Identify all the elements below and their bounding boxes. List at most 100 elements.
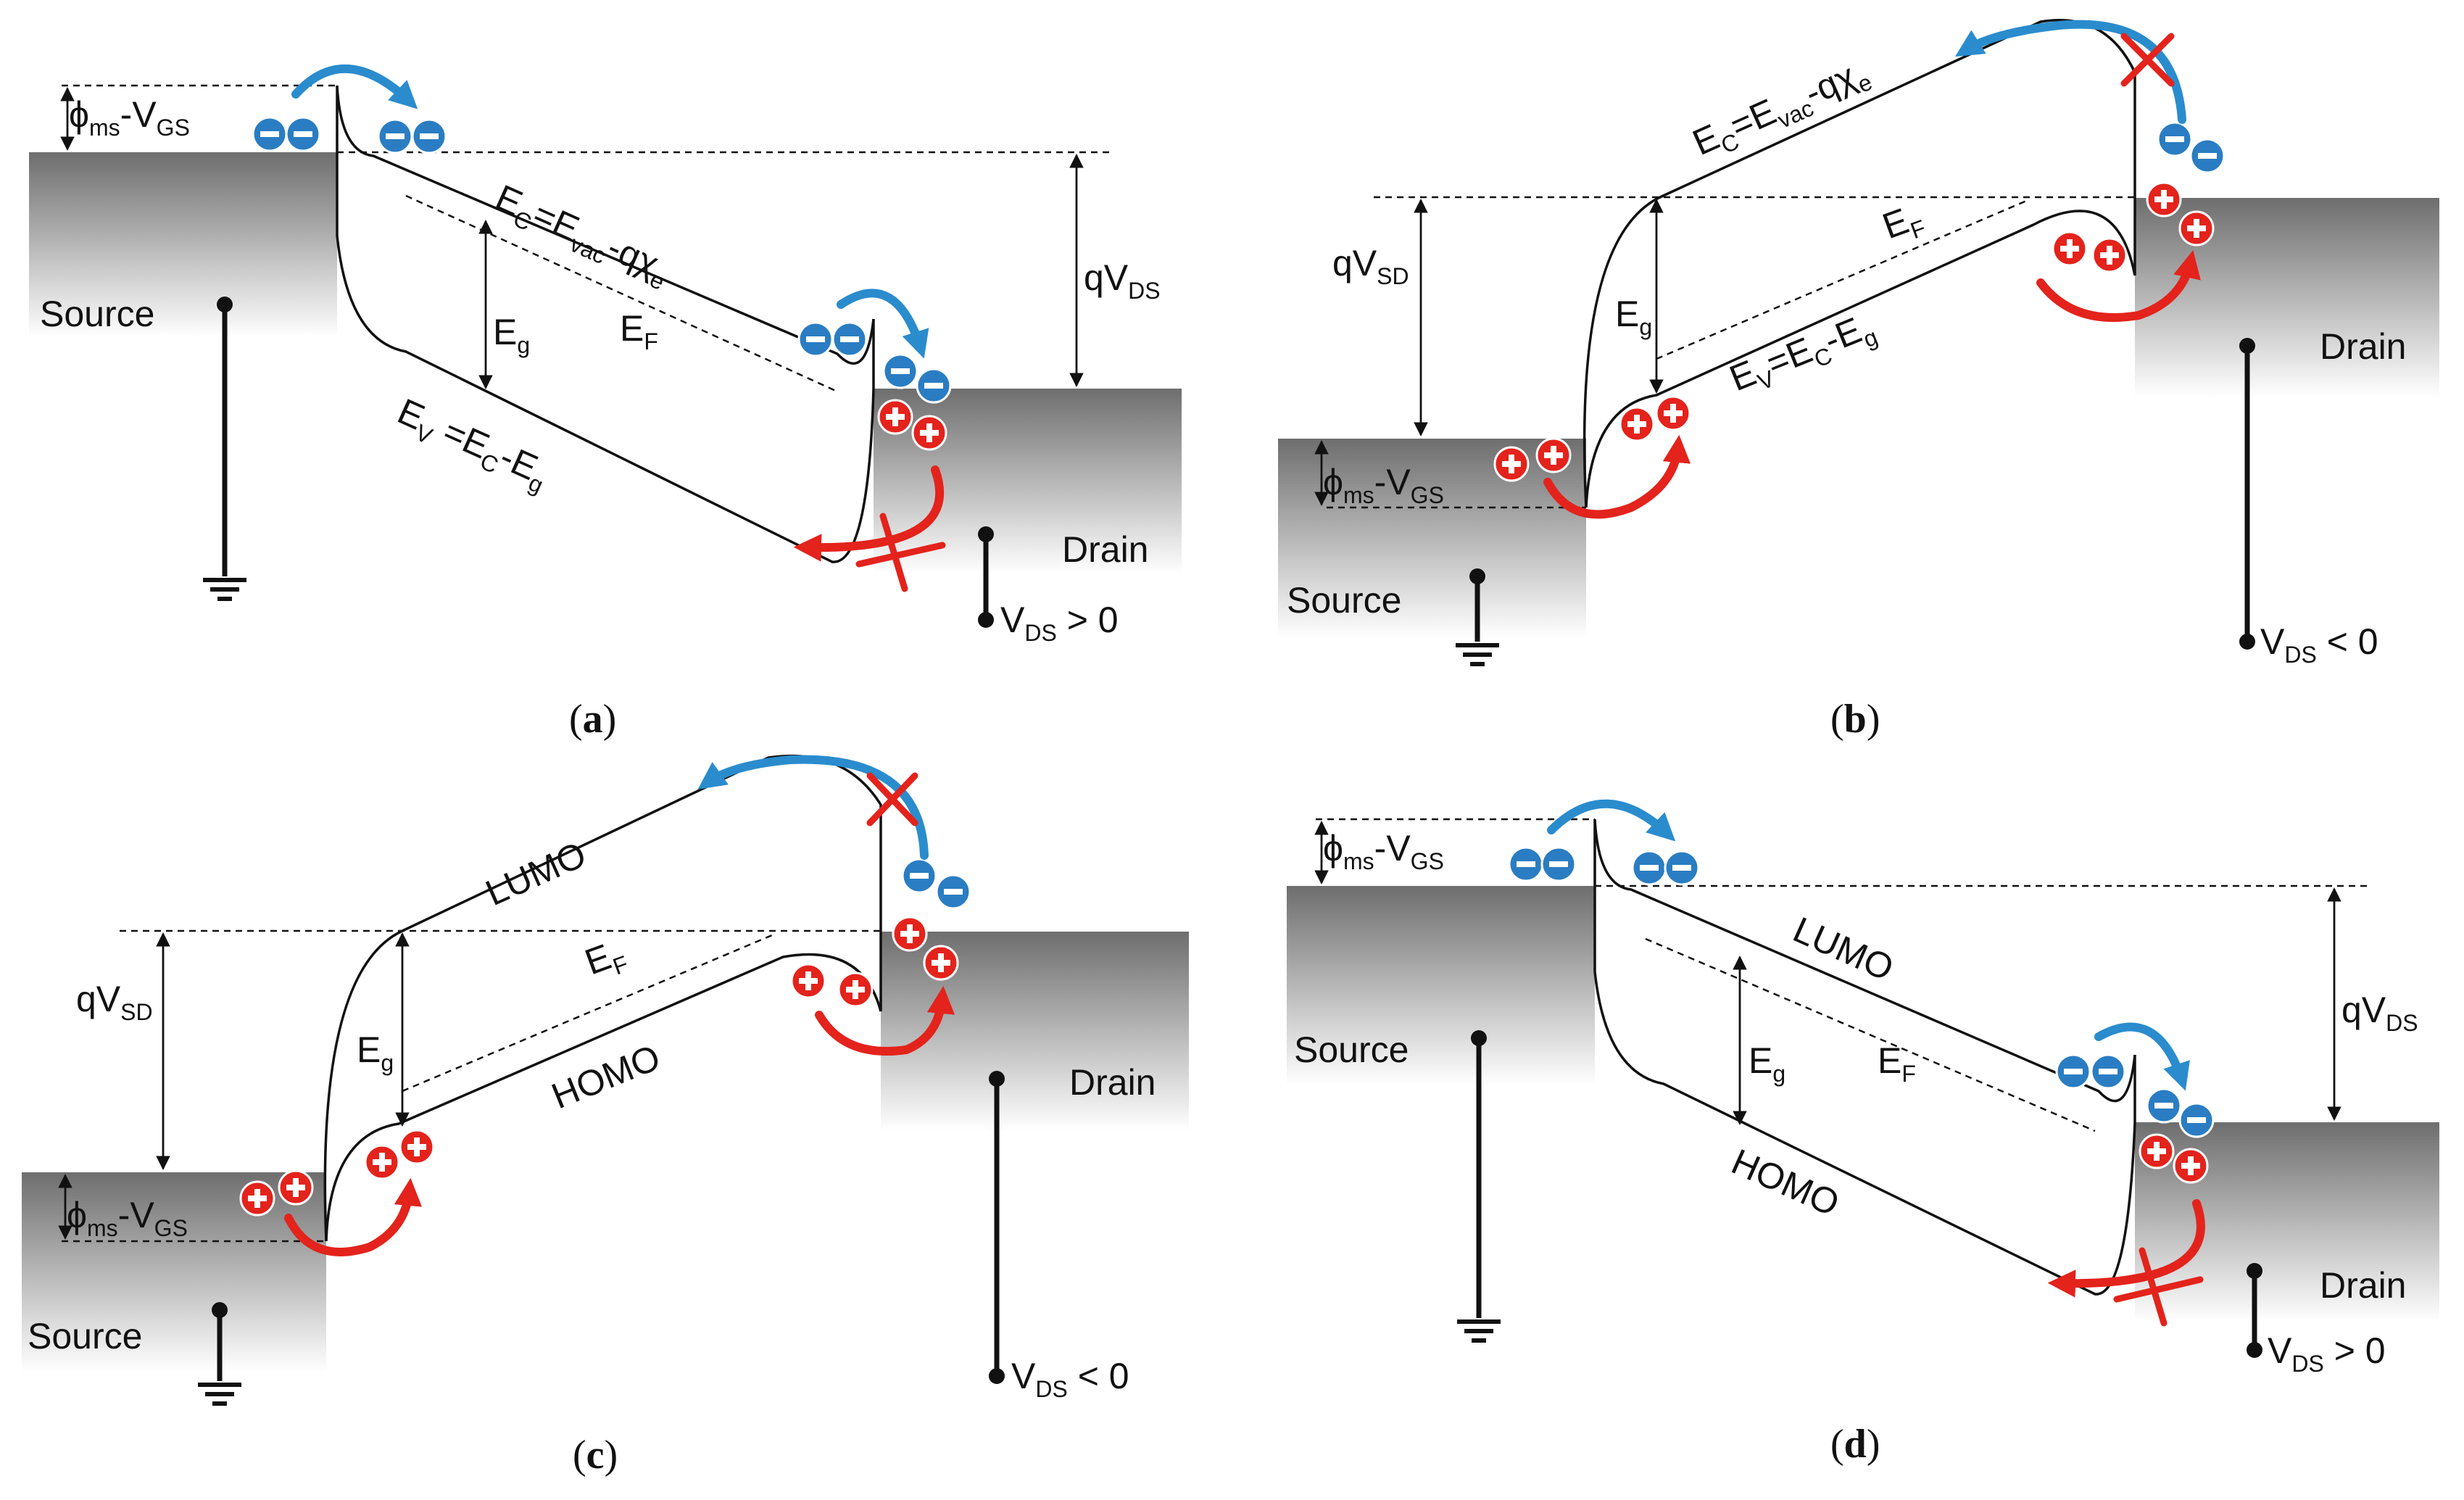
blocked-x-icon bbox=[2139, 1247, 2168, 1327]
ef-label: EF bbox=[1878, 1040, 1916, 1087]
panel-b: EC=Evac-qχe EV=EC-Eg Eg EF qVSD ϕms-VGS … bbox=[1278, 19, 2439, 742]
eg-label: Eg bbox=[493, 312, 530, 358]
homo-label: HOMO bbox=[1726, 1141, 1846, 1224]
electron-icon bbox=[377, 118, 413, 154]
electron-icon bbox=[411, 118, 447, 154]
eg-label: Eg bbox=[1749, 1040, 1785, 1087]
blocked-x-icon bbox=[879, 513, 908, 592]
hole-icon bbox=[1619, 406, 1655, 442]
electron-blocked-arrow bbox=[1954, 20, 2186, 124]
source-label: Source bbox=[1294, 1029, 1409, 1070]
source-metal bbox=[1287, 886, 1595, 1085]
hole-blocked-arrow bbox=[2047, 1199, 2205, 1298]
electron-icon bbox=[797, 321, 834, 357]
hole-icon bbox=[2178, 210, 2215, 246]
hole-icon bbox=[911, 415, 947, 451]
hole-icon bbox=[364, 1144, 400, 1180]
ev-label: EV =EC-Eg bbox=[389, 391, 555, 499]
panel-c: LUMO HOMO Eg EF qVSD ϕms-VGS Source Drai… bbox=[22, 754, 1189, 1478]
qv-label: qVSD bbox=[1332, 243, 1409, 289]
electron-icon bbox=[882, 353, 918, 389]
hole-icon bbox=[2146, 181, 2182, 217]
phi-label: ϕms-VGS bbox=[67, 1195, 188, 1241]
caption-c: (c) bbox=[573, 1433, 618, 1478]
ground-icon bbox=[203, 580, 246, 599]
ef-label: EF bbox=[1878, 196, 1930, 252]
electron-icon bbox=[916, 368, 952, 404]
electron-icon bbox=[2090, 1053, 2126, 1090]
electron-icon bbox=[285, 116, 321, 152]
hole-transfer-arrow bbox=[2036, 249, 2201, 322]
electron-icon bbox=[935, 874, 971, 910]
electron-transfer-arrow bbox=[837, 289, 929, 359]
electron-icon bbox=[1508, 846, 1544, 882]
homo-label: HOMO bbox=[546, 1037, 665, 1116]
panel-d: LUMO HOMO Eg EF qVDS ϕms-VGS Source Drai… bbox=[1287, 799, 2439, 1467]
vds-label: VDS < 0 bbox=[1011, 1356, 1129, 1402]
phi-label: ϕms-VGS bbox=[1323, 462, 1444, 508]
source-metal bbox=[1278, 439, 1586, 638]
vds-label: VDS < 0 bbox=[2260, 621, 2378, 668]
electron-icon bbox=[2055, 1053, 2091, 1090]
caption-b: (b) bbox=[1830, 697, 1880, 742]
qv-label: qVSD bbox=[76, 979, 153, 1025]
lumo-label: LUMO bbox=[480, 834, 592, 913]
hole-transfer-arrow bbox=[815, 985, 955, 1056]
caption-d: (d) bbox=[1830, 1422, 1880, 1467]
valence-band bbox=[1585, 210, 2136, 508]
electron-icon bbox=[831, 321, 868, 357]
ground-icon bbox=[198, 1385, 241, 1404]
electron-icon bbox=[2189, 138, 2226, 174]
hole-transfer-arrow bbox=[284, 1177, 423, 1256]
panel-a: ϕms-VGS EC=Evac-qχe EV =EC-Eg Eg EF qVDS… bbox=[29, 64, 1182, 742]
source-label: Source bbox=[1287, 580, 1401, 621]
drain-label: Drain bbox=[1069, 1062, 1156, 1103]
hole-transfer-arrow bbox=[1543, 434, 1691, 519]
hole-icon bbox=[1655, 395, 1691, 431]
drain-label: Drain bbox=[1062, 529, 1148, 570]
phi-label: ϕms-VGS bbox=[69, 94, 190, 141]
hole-icon bbox=[837, 971, 874, 1008]
eg-label: Eg bbox=[1615, 294, 1652, 340]
electron-icon bbox=[901, 858, 937, 894]
hole-icon bbox=[2091, 237, 2128, 273]
electron-icon bbox=[2178, 1102, 2215, 1138]
electron-transfer-arrow bbox=[2094, 1022, 2190, 1091]
hole-icon bbox=[239, 1180, 275, 1217]
electron-icon bbox=[1540, 846, 1577, 882]
ec-label: EC=Evac-qχe bbox=[1687, 50, 1876, 168]
lumo-level bbox=[323, 754, 882, 1242]
electron-icon bbox=[1664, 850, 1700, 886]
hole-icon bbox=[1493, 446, 1530, 482]
drain-label: Drain bbox=[2320, 1265, 2406, 1306]
vds-label: VDS > 0 bbox=[1000, 600, 1119, 646]
blocked-x-icon bbox=[2120, 33, 2175, 87]
hole-icon bbox=[2052, 231, 2088, 267]
hole-icon bbox=[2139, 1133, 2175, 1169]
electron-blocked-arrow bbox=[697, 755, 929, 860]
hole-icon bbox=[877, 399, 913, 435]
hole-icon bbox=[892, 916, 928, 952]
electron-transfer-arrow bbox=[1547, 799, 1676, 842]
qv-label: qVDS bbox=[1084, 257, 1161, 304]
homo-level bbox=[1593, 819, 2136, 1296]
drain-label: Drain bbox=[2320, 326, 2406, 367]
ec-label: EC=Evac-qχe bbox=[487, 177, 676, 295]
blocked-x-icon bbox=[866, 772, 918, 826]
electron-icon bbox=[252, 116, 288, 152]
electron-icon bbox=[1631, 850, 1667, 886]
valence-band bbox=[336, 86, 875, 563]
source-label: Source bbox=[28, 1316, 142, 1356]
source-metal bbox=[22, 1172, 326, 1372]
phi-label: ϕms-VGS bbox=[1323, 828, 1444, 874]
caption-a: (a) bbox=[569, 697, 616, 742]
electron-transfer-arrow bbox=[291, 64, 418, 109]
source-label: Source bbox=[40, 294, 154, 334]
lumo-label: LUMO bbox=[1788, 909, 1900, 989]
eg-label: Eg bbox=[357, 1029, 394, 1076]
ef-label: EF bbox=[580, 932, 632, 988]
hole-icon bbox=[1535, 437, 1572, 473]
ground-icon bbox=[1456, 645, 1499, 664]
lumo-level bbox=[1593, 819, 2136, 1103]
